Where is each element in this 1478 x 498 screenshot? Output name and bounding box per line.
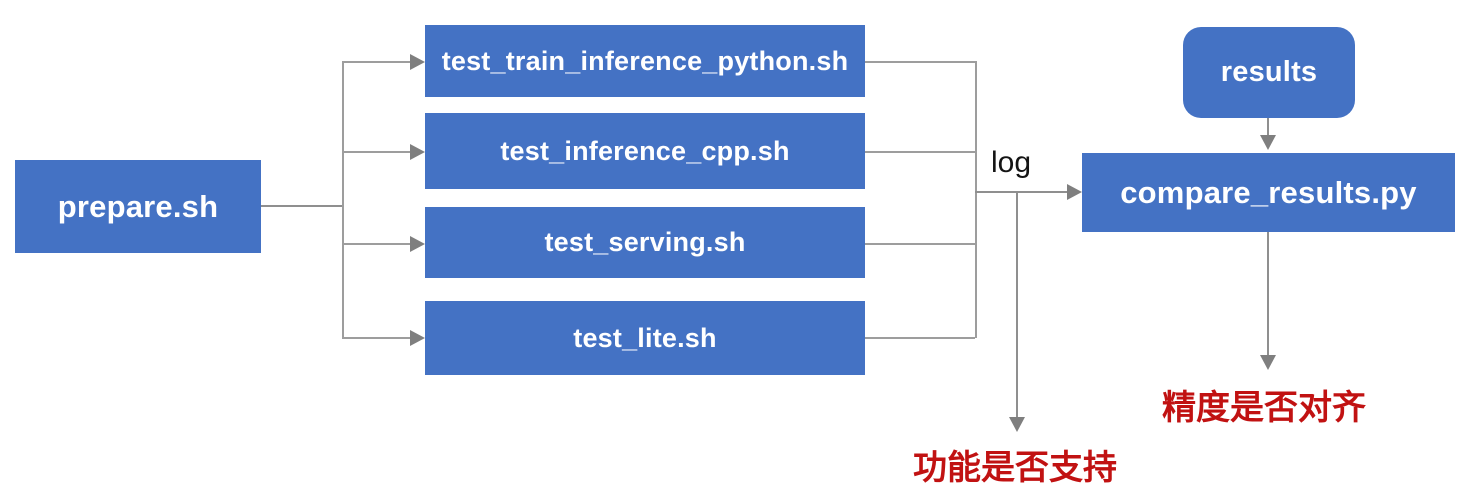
edge-branch-vertical: [342, 61, 344, 339]
edge-branch-to-test1: [342, 61, 411, 63]
node-prepare-sh: prepare.sh: [15, 160, 261, 253]
edge-test4-to-collector: [865, 337, 975, 339]
edge-compare-down: [1267, 232, 1269, 357]
node-test-serving-sh: test_serving.sh: [425, 207, 865, 278]
node-prepare-sh-label: prepare.sh: [57, 188, 219, 224]
edge-results-to-compare: [1267, 118, 1269, 137]
edge-label-log: log: [991, 146, 1032, 179]
node-test-inference-cpp-sh: test_inference_cpp.sh: [425, 113, 865, 189]
arrow-down-icon-compare: [1260, 135, 1276, 150]
node-test-lite-sh: test_lite.sh: [425, 301, 865, 375]
edge-test3-to-collector: [865, 243, 975, 245]
arrow-right-icon-test4: [410, 330, 425, 346]
node-results-label: results: [1220, 56, 1318, 88]
node-compare-results-py: compare_results.py: [1082, 153, 1455, 232]
node-results: results: [1183, 27, 1355, 118]
arrow-right-icon-test1: [410, 54, 425, 70]
annotation-function-support: 功能是否支持: [913, 449, 1117, 487]
node-test-train-inference-python-sh: test_train_inference_python.sh: [425, 25, 865, 97]
arrow-right-icon-test2: [410, 144, 425, 160]
edge-branch-to-test3: [342, 243, 411, 245]
edge-log-down: [1016, 192, 1018, 419]
node-test-serving-sh-label: test_serving.sh: [544, 227, 746, 257]
arrow-down-icon-function-support: [1009, 417, 1025, 432]
node-test-inference-cpp-sh-label: test_inference_cpp.sh: [500, 135, 790, 166]
edge-test1-to-collector: [865, 61, 975, 63]
node-test-train-inference-python-sh-label: test_train_inference_python.sh: [441, 45, 849, 76]
node-compare-results-py-label: compare_results.py: [1120, 174, 1417, 210]
arrow-right-icon-compare: [1067, 184, 1082, 200]
edge-collector-vertical: [975, 61, 977, 338]
arrow-down-icon-precision: [1260, 355, 1276, 370]
edge-log-to-compare: [975, 191, 1069, 193]
edge-branch-to-test4: [342, 337, 411, 339]
edge-test2-to-collector: [865, 151, 975, 153]
edge-branch-to-test2: [342, 151, 411, 153]
node-test-lite-sh-label: test_lite.sh: [573, 322, 717, 353]
arrow-right-icon-test3: [410, 236, 425, 252]
edge-prepare-to-branch: [261, 205, 342, 207]
annotation-precision-alignment: 精度是否对齐: [1162, 389, 1366, 427]
